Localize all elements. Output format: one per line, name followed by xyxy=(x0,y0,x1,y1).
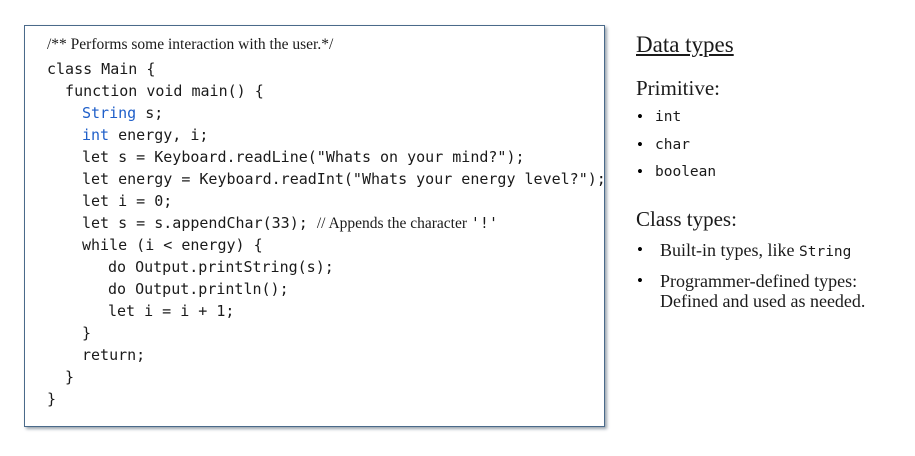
primitive-int: int xyxy=(655,109,682,125)
code-line-int-decl: int energy, i; xyxy=(82,125,208,145)
builtin-types-text: Built-in types, like xyxy=(660,240,799,260)
code-line-print-string: do Output.printString(s); xyxy=(108,258,334,276)
code-line-close-class: } xyxy=(47,390,57,408)
bullet-icon: • xyxy=(637,271,643,290)
keyword-string: String xyxy=(82,104,137,122)
programmer-types-line1: Programmer-defined types: xyxy=(660,271,858,291)
bullet-icon: • xyxy=(637,240,643,259)
bullet-icon: • xyxy=(637,162,643,181)
append-call: let s = s.appendChar(33); xyxy=(82,214,308,232)
primitive-char: char xyxy=(655,137,690,153)
code-line-println: do Output.println(); xyxy=(108,280,289,298)
code-line-increment: let i = i + 1; xyxy=(108,302,235,320)
code-line-let-s: let s = Keyboard.readLine("Whats on your… xyxy=(82,148,525,166)
primitive-heading: Primitive: xyxy=(636,76,720,100)
class-types-heading: Class types: xyxy=(636,207,737,231)
code-line-close-function: } xyxy=(65,368,75,386)
append-comment: // Appends the character xyxy=(316,215,471,232)
string-decl-rest: s; xyxy=(136,104,164,122)
append-char: '!' xyxy=(470,214,498,232)
code-comment: /** Performs some interaction with the u… xyxy=(47,36,334,53)
code-line-while: while (i < energy) { xyxy=(82,236,263,254)
int-decl-rest: energy, i; xyxy=(109,126,209,144)
builtin-types-item: Built-in types, like String xyxy=(660,240,851,261)
programmer-types-line2: Defined and used as needed. xyxy=(660,291,866,311)
code-line-let-energy: let energy = Keyboard.readInt("Whats you… xyxy=(82,170,606,188)
keyword-int: int xyxy=(82,126,110,144)
code-line-close-while: } xyxy=(82,324,92,342)
code-line-append: let s = s.appendChar(33); // Appends the… xyxy=(82,213,498,234)
code-panel: /** Performs some interaction with the u… xyxy=(24,25,606,427)
data-types-title: Data types xyxy=(636,32,734,57)
code-line-return: return; xyxy=(82,346,146,364)
code-line-function: function void main() { xyxy=(47,82,264,100)
code-line-class: class Main { xyxy=(47,60,156,78)
code-line-string-decl: String s; xyxy=(82,103,163,123)
primitive-boolean: boolean xyxy=(655,164,717,180)
code-line-let-i: let i = 0; xyxy=(82,192,173,210)
builtin-types-code: String xyxy=(799,244,852,260)
bullet-icon: • xyxy=(637,135,643,154)
bullet-icon: • xyxy=(637,107,643,126)
